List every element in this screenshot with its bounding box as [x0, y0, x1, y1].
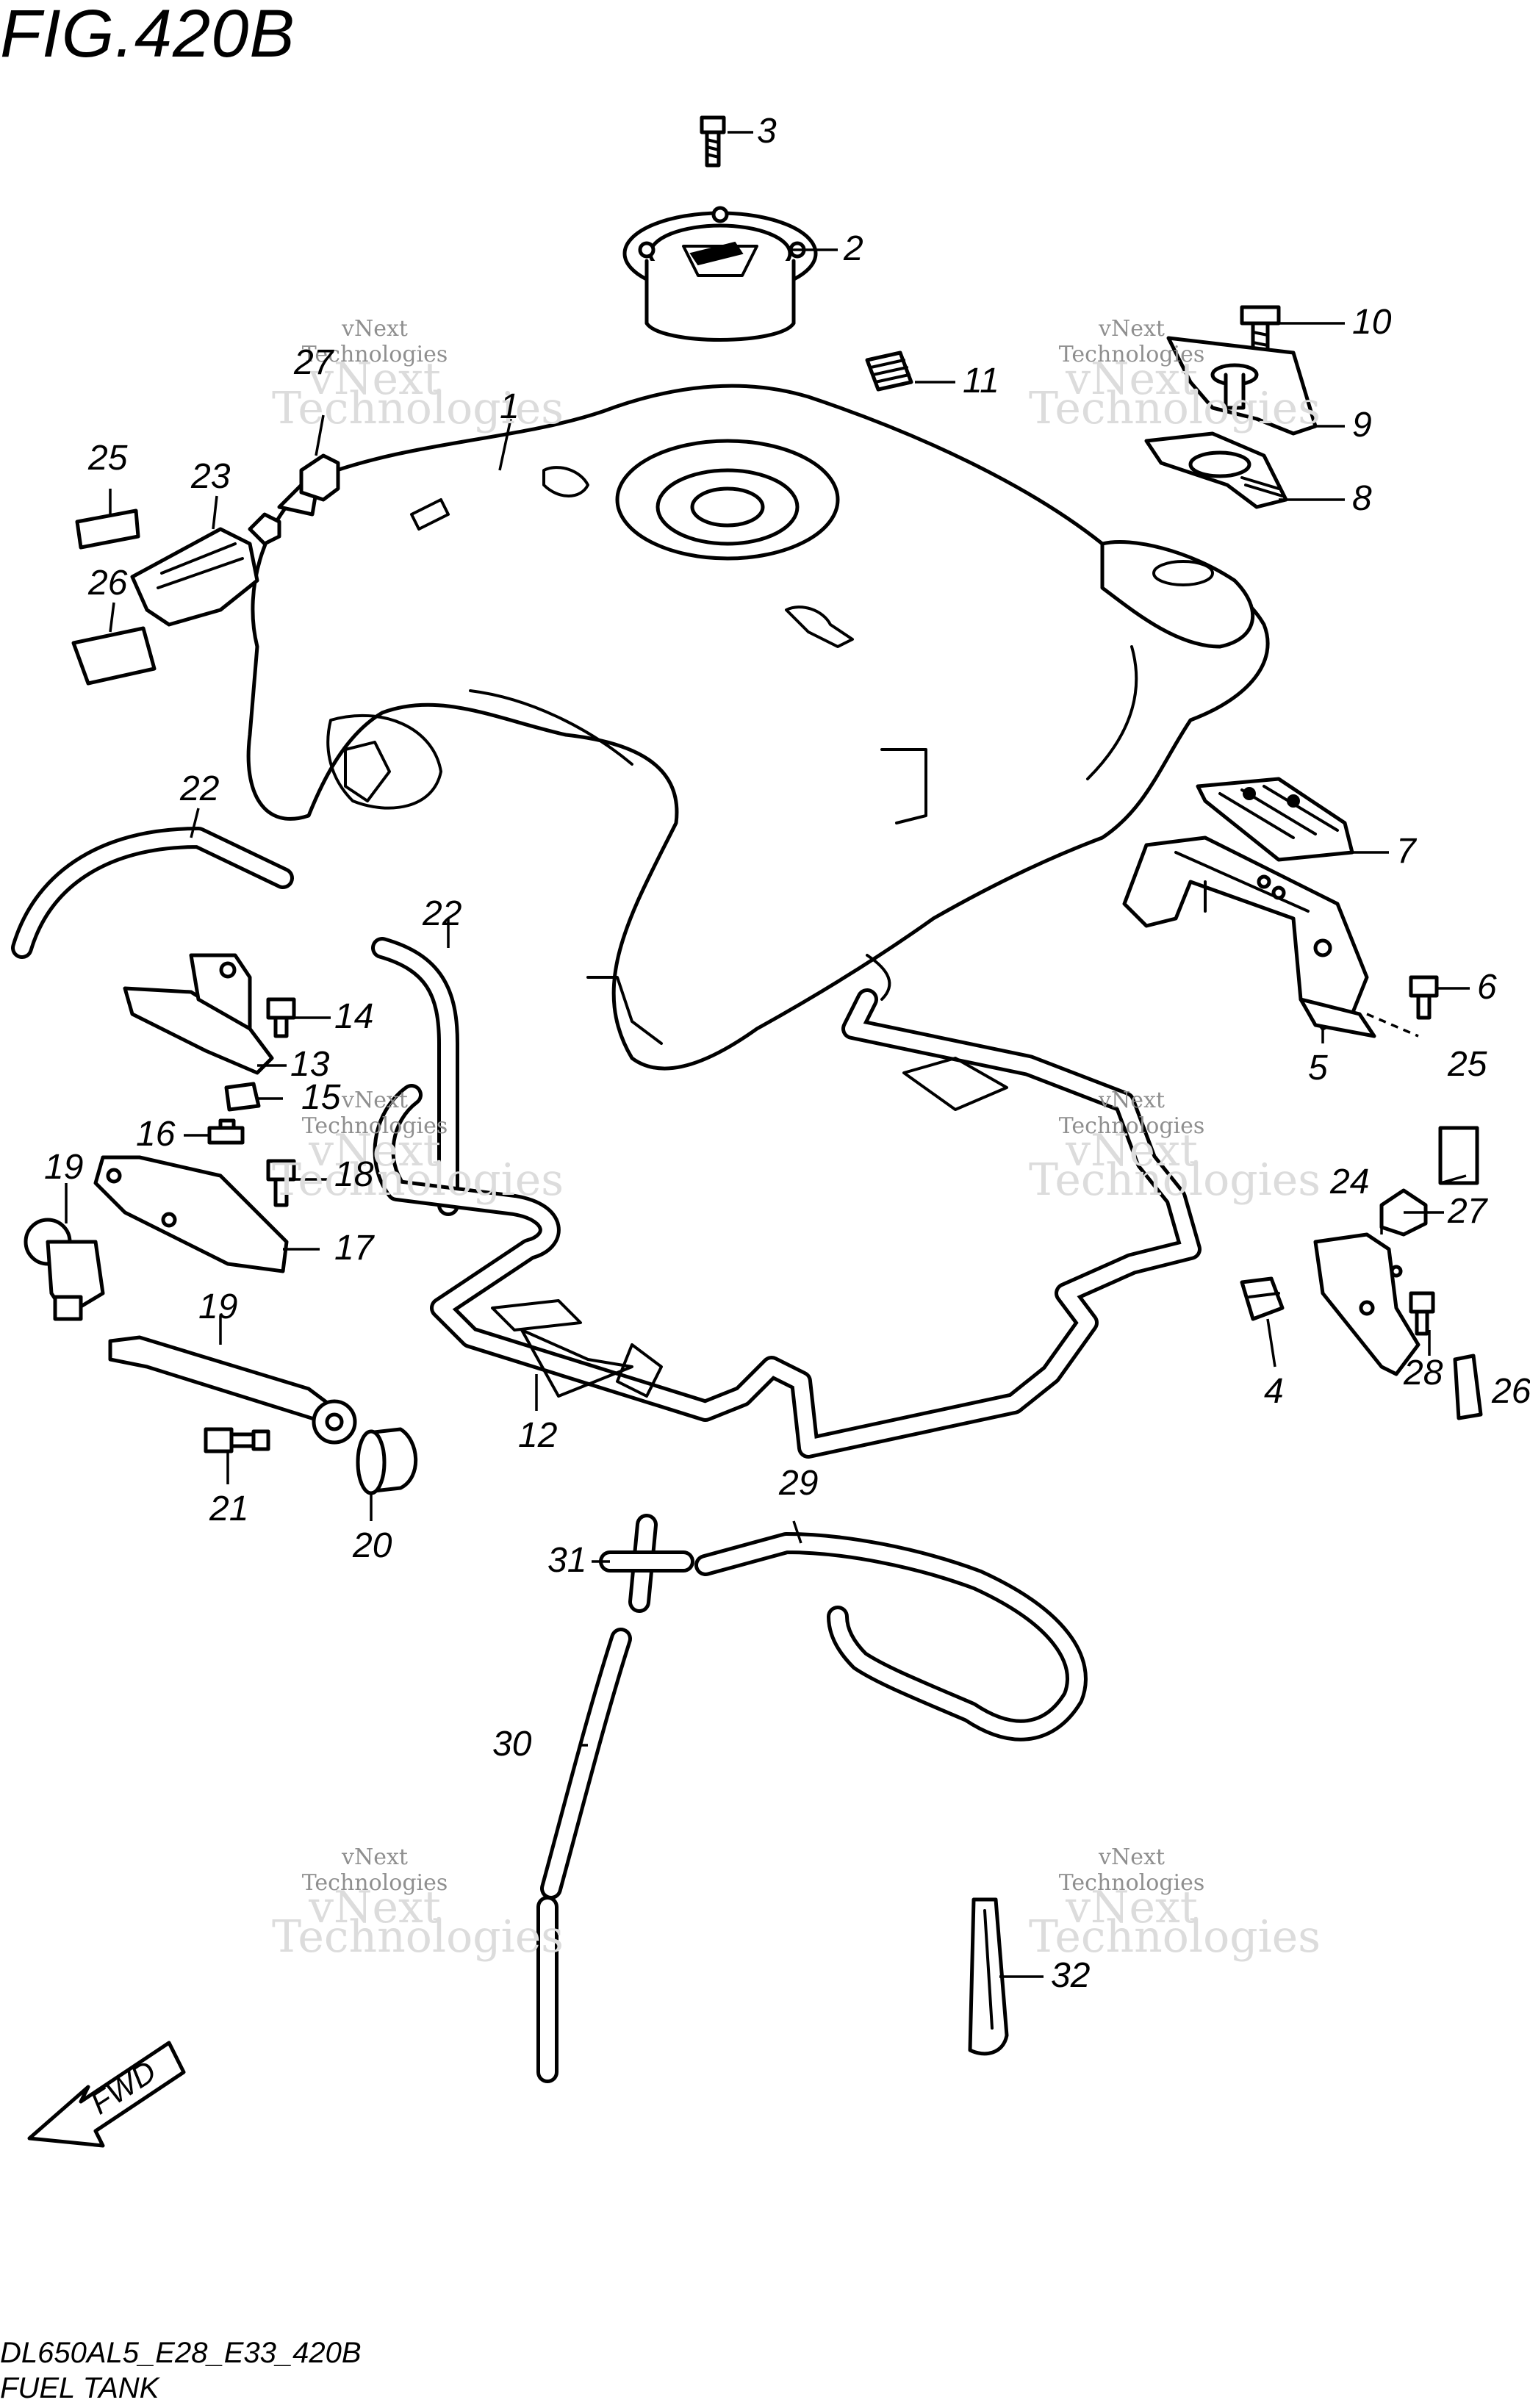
callout-1[interactable]: 1: [500, 387, 520, 426]
part-nut-16: [207, 1118, 245, 1145]
callout-16[interactable]: 16: [136, 1115, 176, 1154]
callout-29[interactable]: 29: [779, 1464, 819, 1503]
callout-10[interactable]: 10: [1352, 303, 1392, 342]
part-pad-25b: [1438, 1126, 1479, 1185]
fwd-direction-arrow: [27, 2041, 186, 2148]
figure-code: DL650AL5_E28_E33_420B: [0, 2337, 362, 2369]
part-pad-26a: [71, 626, 157, 686]
callout-25a[interactable]: 25: [88, 439, 128, 478]
part-pad-26b: [1453, 1354, 1483, 1420]
part-cushion-15: [224, 1082, 261, 1112]
part-cushion-11: [865, 351, 913, 392]
part-hose-29: [694, 1532, 1088, 1742]
callout-17[interactable]: 17: [334, 1229, 374, 1268]
callout-22a[interactable]: 22: [180, 769, 220, 808]
part-bracket-23: [130, 483, 318, 627]
callout-3[interactable]: 3: [757, 112, 777, 151]
callout-9[interactable]: 9: [1352, 406, 1372, 445]
callout-15[interactable]: 15: [301, 1078, 341, 1117]
part-bolt-28: [1409, 1291, 1435, 1336]
callout-18[interactable]: 18: [334, 1155, 374, 1194]
part-collar-20: [356, 1427, 418, 1495]
part-hose-22-left: [11, 827, 294, 959]
callout-21[interactable]: 21: [209, 1489, 249, 1528]
callout-5[interactable]: 5: [1308, 1049, 1328, 1088]
part-plate-9: [1166, 336, 1318, 436]
callout-4[interactable]: 4: [1264, 1372, 1284, 1411]
part-fuel-tank: [246, 384, 1270, 1071]
part-hose-30: [536, 1628, 632, 2083]
callout-23[interactable]: 23: [191, 457, 231, 496]
part-bolt-21: [204, 1427, 270, 1453]
callout-27a[interactable]: 27: [294, 343, 334, 382]
part-bolt-6: [1409, 975, 1439, 1020]
figure-title: FIG.420B: [0, 0, 295, 71]
callout-24[interactable]: 24: [1330, 1162, 1370, 1201]
callout-26b[interactable]: 26: [1492, 1372, 1530, 1411]
part-pad-25a: [75, 508, 140, 550]
part-grommet-19a: [24, 1218, 105, 1321]
callout-22b[interactable]: 22: [423, 894, 462, 933]
callout-28[interactable]: 28: [1404, 1354, 1443, 1392]
part-bracket-17: [93, 1155, 289, 1273]
part-screw-3: [700, 115, 726, 168]
part-clamp-32: [968, 1897, 1009, 2056]
callout-7[interactable]: 7: [1396, 832, 1416, 871]
callout-13[interactable]: 13: [290, 1045, 330, 1084]
callout-26a[interactable]: 26: [88, 564, 128, 603]
callout-2[interactable]: 2: [844, 229, 863, 268]
part-hose-22-center: [371, 937, 459, 1216]
part-bolt-18: [266, 1159, 296, 1207]
part-bracket-24: [1313, 1232, 1421, 1376]
part-t-joint-31: [599, 1514, 694, 1613]
figure-name: FUEL TANK: [0, 2372, 159, 2404]
callout-11[interactable]: 11: [963, 362, 999, 400]
part-rod-19b: [108, 1335, 357, 1445]
callout-20[interactable]: 20: [353, 1526, 392, 1565]
callout-6[interactable]: 6: [1477, 968, 1497, 1007]
callout-27b[interactable]: 27: [1448, 1192, 1487, 1231]
callout-19b[interactable]: 19: [198, 1287, 238, 1326]
part-bracket-5: [1122, 835, 1419, 1038]
part-bolt-14: [266, 997, 296, 1038]
part-cap-27a: [299, 453, 340, 502]
callout-32[interactable]: 32: [1051, 1956, 1091, 1995]
callout-8[interactable]: 8: [1352, 479, 1372, 518]
callout-19a[interactable]: 19: [44, 1148, 84, 1187]
part-fuel-cap: [622, 206, 818, 342]
part-clip-4: [1240, 1276, 1285, 1321]
callout-14[interactable]: 14: [334, 997, 374, 1036]
callout-31[interactable]: 31: [547, 1541, 587, 1580]
part-hose-12: [373, 988, 1202, 1459]
callout-30[interactable]: 30: [492, 1725, 532, 1764]
part-gasket-8: [1144, 431, 1288, 509]
callout-leader-lines: [65, 131, 1470, 1978]
callout-12[interactable]: 12: [518, 1416, 558, 1455]
callout-25b[interactable]: 25: [1448, 1045, 1487, 1084]
part-bracket-13: [123, 953, 274, 1075]
